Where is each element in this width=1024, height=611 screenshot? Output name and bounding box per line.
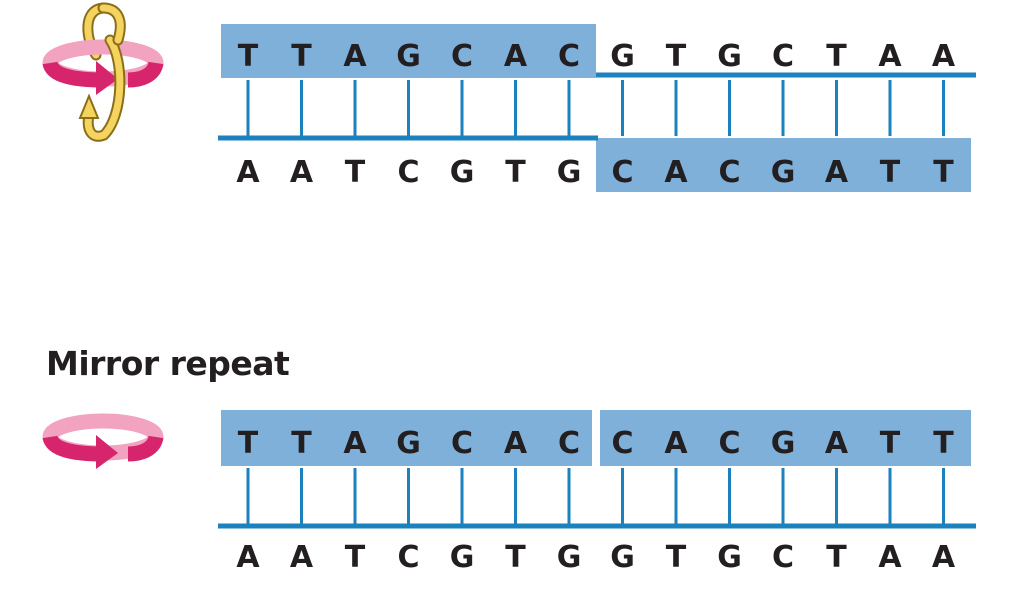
bottom-strand-base: T xyxy=(345,540,366,575)
highlight-box xyxy=(221,24,596,78)
top-strand-base: A xyxy=(504,39,528,74)
top-strand-base: T xyxy=(291,39,312,74)
top-strand-base: C xyxy=(772,39,794,74)
bottom-strand-base: G xyxy=(557,540,582,575)
bottom-strand-base: C xyxy=(397,540,419,575)
bottom-strand-base: C xyxy=(397,155,419,190)
bottom-strand-base: T xyxy=(826,540,847,575)
highlight-box xyxy=(596,138,971,192)
top-strand-base: T xyxy=(238,426,259,461)
top-strand-base: C xyxy=(451,39,473,74)
bottom-strand-base: G xyxy=(450,155,475,190)
bottom-strand-base: C xyxy=(772,540,794,575)
single-axis-rotation-icon xyxy=(42,413,164,469)
highlight-box xyxy=(600,410,971,466)
bottom-strand-base: A xyxy=(236,540,260,575)
bottom-strand-base: G xyxy=(771,155,796,190)
highlight-box xyxy=(221,410,592,466)
bottom-strand-base: A xyxy=(236,155,260,190)
top-strand-base: G xyxy=(610,39,635,74)
top-strand-base: G xyxy=(396,426,421,461)
two-axis-rotation-icon xyxy=(42,2,164,142)
bottom-strand-base: A xyxy=(825,155,849,190)
top-strand-base: T xyxy=(291,426,312,461)
top-strand-base: T xyxy=(238,39,259,74)
top-strand-base: G xyxy=(717,39,742,74)
top-strand-base: G xyxy=(396,39,421,74)
bottom-strand-base: G xyxy=(610,540,635,575)
bottom-strand-base: T xyxy=(505,540,526,575)
top-strand-base: A xyxy=(932,39,956,74)
top-strand-base: T xyxy=(880,426,901,461)
top-strand-base: A xyxy=(343,426,367,461)
top-strand-base: A xyxy=(664,426,688,461)
top-strand-base: C xyxy=(558,39,580,74)
top-strand-base: T xyxy=(933,426,954,461)
bottom-strand-base: T xyxy=(505,155,526,190)
top-strand-base: C xyxy=(558,426,580,461)
top-strand-base: C xyxy=(718,426,740,461)
top-strand-base: C xyxy=(611,426,633,461)
top-strand-base: T xyxy=(666,39,687,74)
bottom-strand-base: G xyxy=(717,540,742,575)
bottom-strand-base: A xyxy=(290,155,314,190)
bottom-strand-base: C xyxy=(611,155,633,190)
bottom-strand-base: G xyxy=(450,540,475,575)
mirror-repeat-title: Mirror repeat xyxy=(46,344,290,383)
top-strand-base: A xyxy=(825,426,849,461)
bottom-strand-base: T xyxy=(880,155,901,190)
bottom-strand-base: A xyxy=(878,540,902,575)
top-strand-base: A xyxy=(878,39,902,74)
bottom-strand-base: A xyxy=(290,540,314,575)
bottom-strand-base: A xyxy=(932,540,956,575)
top-strand-base: C xyxy=(451,426,473,461)
top-strand-base: A xyxy=(343,39,367,74)
top-strand-base: A xyxy=(504,426,528,461)
bottom-strand-base: T xyxy=(933,155,954,190)
top-strand-base: T xyxy=(826,39,847,74)
top-strand-base: G xyxy=(771,426,796,461)
bottom-strand-base: T xyxy=(345,155,366,190)
bottom-strand-base: T xyxy=(666,540,687,575)
bottom-strand-base: C xyxy=(718,155,740,190)
bottom-strand-base: A xyxy=(664,155,688,190)
bottom-strand-base: G xyxy=(557,155,582,190)
